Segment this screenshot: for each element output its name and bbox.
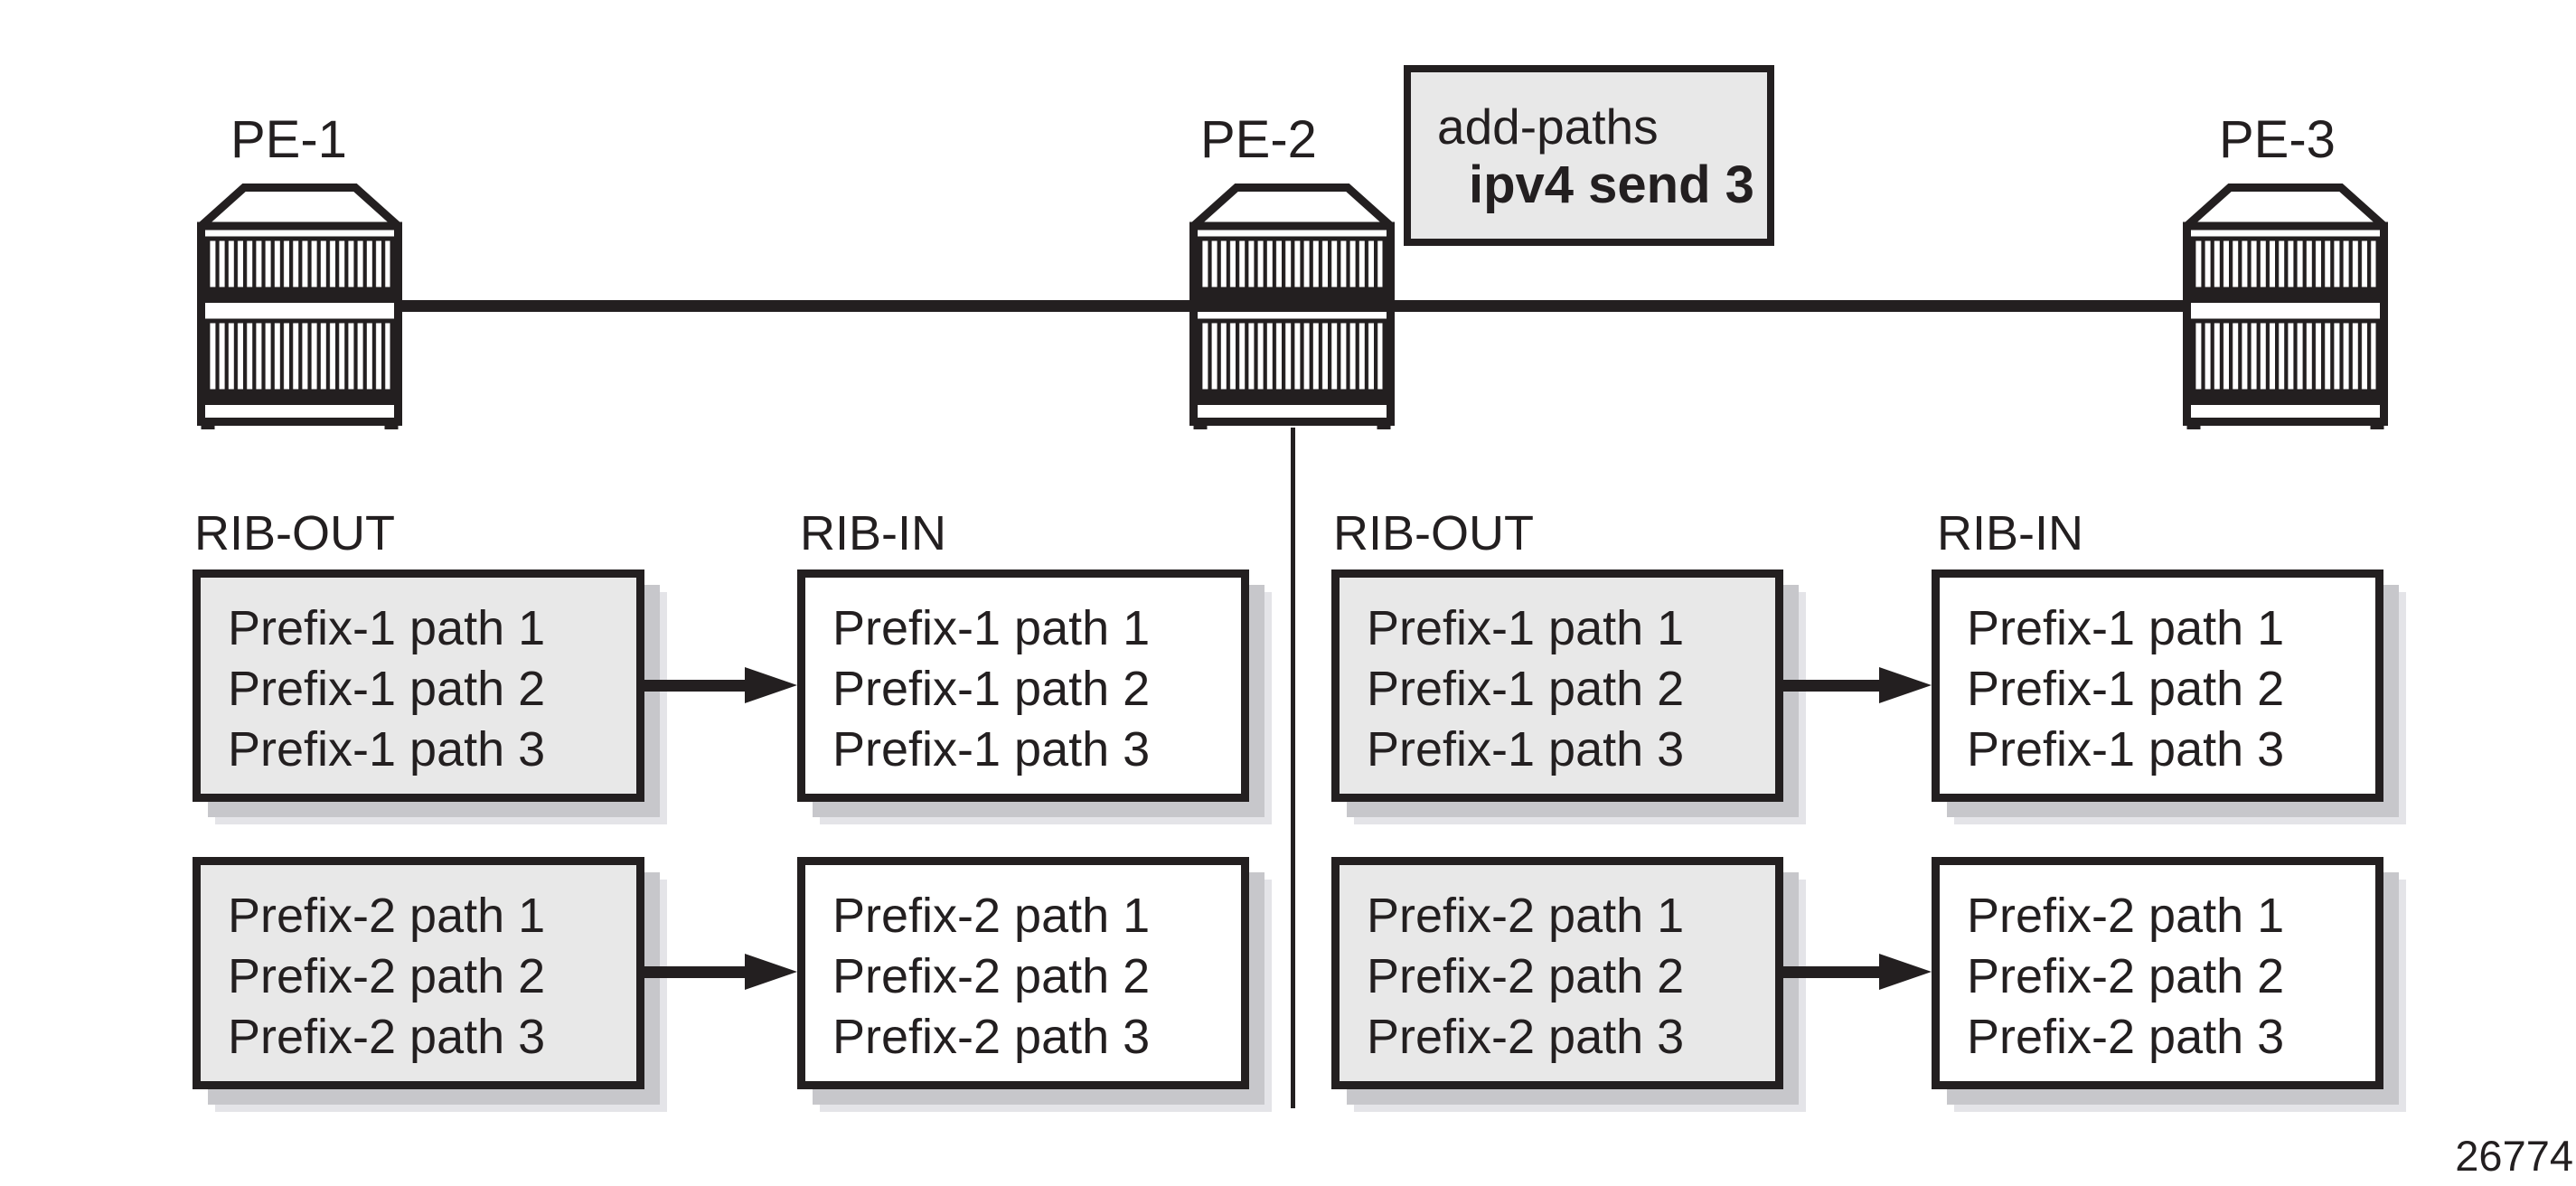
rib-entry: Prefix-2 path 1	[1967, 889, 2285, 943]
rib-entry: Prefix-2 path 3	[832, 1010, 1151, 1064]
rib-entry: Prefix-2 path 3	[1967, 1010, 2285, 1064]
rib-entry: Prefix-1 path 2	[1367, 662, 1685, 716]
rib-in-box-left-prefix2: Prefix-2 path 1 Prefix-2 path 2 Prefix-2…	[797, 857, 1249, 1089]
rib-out-label-right: RIB-OUT	[1333, 506, 1534, 560]
router-label-pe3: PE-3	[2219, 110, 2336, 169]
figure-number: 26774	[2455, 1132, 2573, 1180]
rib-out-box-left-prefix1: Prefix-1 path 1 Prefix-1 path 2 Prefix-1…	[193, 569, 644, 802]
rib-in-label-left: RIB-IN	[800, 506, 946, 560]
rib-entry: Prefix-2 path 3	[228, 1010, 546, 1064]
advertise-arrow-right-prefix2	[1783, 966, 1882, 978]
rib-out-label-left: RIB-OUT	[194, 506, 395, 560]
router-icon-pe1	[197, 184, 402, 429]
rib-entry: Prefix-1 path 1	[832, 601, 1151, 655]
add-paths-annotation-line1: add-paths	[1437, 99, 1659, 155]
advertise-arrowhead-left-prefix2	[745, 954, 797, 990]
rib-entry: Prefix-2 path 2	[1967, 949, 2285, 1003]
advertise-arrowhead-right-prefix2	[1879, 954, 1932, 990]
router-label-pe2: PE-2	[1200, 110, 1317, 169]
rib-entry: Prefix-1 path 2	[228, 662, 546, 716]
advertise-arrowhead-left-prefix1	[745, 667, 797, 703]
rib-entry: Prefix-2 path 1	[832, 889, 1151, 943]
add-paths-annotation-line2: ipv4 send 3	[1469, 155, 1754, 214]
advertise-arrow-left-prefix1	[644, 680, 747, 692]
rib-entry: Prefix-1 path 1	[1367, 601, 1685, 655]
add-paths-annotation-box: add-paths ipv4 send 3	[1404, 65, 1774, 246]
rib-entry: Prefix-1 path 3	[1967, 722, 2285, 777]
advertise-arrow-right-prefix1	[1783, 680, 1882, 692]
router-icon-pe3	[2183, 184, 2388, 429]
rib-entry: Prefix-2 path 3	[1367, 1010, 1685, 1064]
rib-out-box-right-prefix1: Prefix-1 path 1 Prefix-1 path 2 Prefix-1…	[1331, 569, 1783, 802]
rib-in-label-right: RIB-IN	[1937, 506, 2083, 560]
rib-entry: Prefix-2 path 2	[1367, 949, 1685, 1003]
rib-entry: Prefix-1 path 3	[228, 722, 546, 777]
rib-in-box-right-prefix2: Prefix-2 path 1 Prefix-2 path 2 Prefix-2…	[1932, 857, 2383, 1089]
rib-out-box-left-prefix2: Prefix-2 path 1 Prefix-2 path 2 Prefix-2…	[193, 857, 644, 1089]
advertise-arrowhead-right-prefix1	[1879, 667, 1932, 703]
rib-entry: Prefix-1 path 1	[1967, 601, 2285, 655]
rib-entry: Prefix-2 path 2	[228, 949, 546, 1003]
rib-entry: Prefix-1 path 2	[1967, 662, 2285, 716]
advertise-arrow-left-prefix2	[644, 966, 747, 978]
router-label-pe1: PE-1	[230, 110, 347, 169]
rib-in-box-right-prefix1: Prefix-1 path 1 Prefix-1 path 2 Prefix-1…	[1932, 569, 2383, 802]
rib-entry: Prefix-2 path 2	[832, 949, 1151, 1003]
rib-entry: Prefix-1 path 2	[832, 662, 1151, 716]
rib-in-box-left-prefix1: Prefix-1 path 1 Prefix-1 path 2 Prefix-1…	[797, 569, 1249, 802]
rib-out-box-right-prefix2: Prefix-2 path 1 Prefix-2 path 2 Prefix-2…	[1331, 857, 1783, 1089]
pe2-divider-line	[1291, 428, 1295, 1108]
backbone-link-line	[398, 300, 2187, 312]
rib-entry: Prefix-1 path 3	[832, 722, 1151, 777]
rib-entry: Prefix-2 path 1	[1367, 889, 1685, 943]
rib-entry: Prefix-1 path 3	[1367, 722, 1685, 777]
rib-entry: Prefix-1 path 1	[228, 601, 546, 655]
rib-entry: Prefix-2 path 1	[228, 889, 546, 943]
